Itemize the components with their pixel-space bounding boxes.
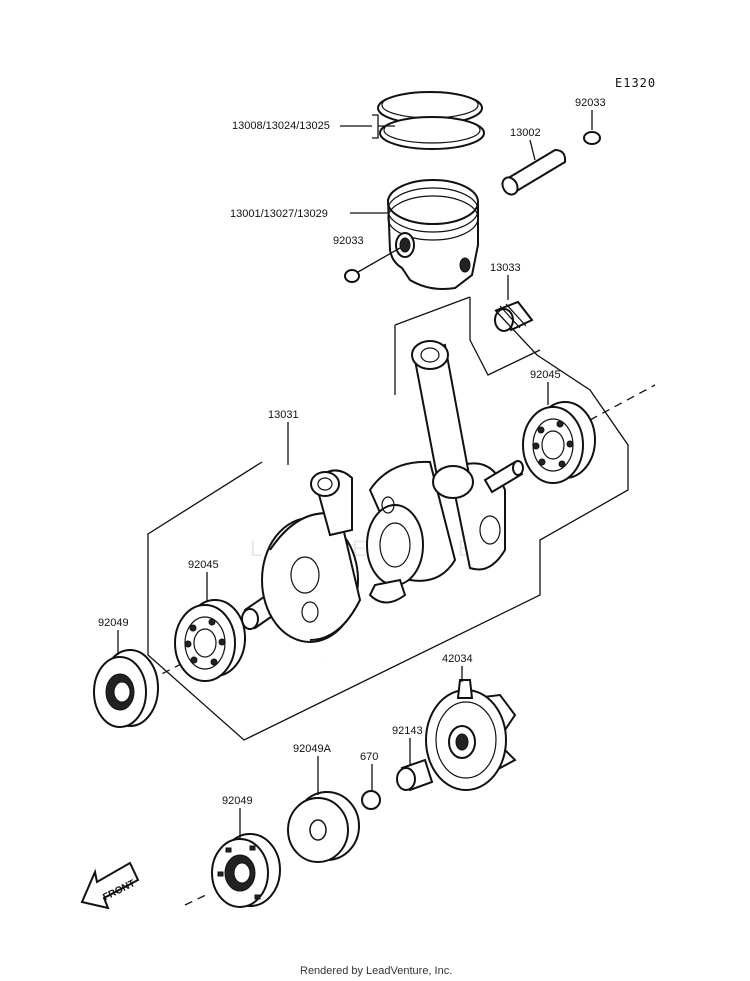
washer-small bbox=[361, 790, 381, 810]
label-piston: 13001/13027/13029 bbox=[230, 208, 328, 220]
impeller bbox=[425, 679, 517, 791]
bearing-left bbox=[174, 599, 246, 682]
crankshaft-group-outline bbox=[147, 296, 656, 741]
label-crankshaft: 13031 bbox=[268, 409, 299, 421]
oil-seal-bottom bbox=[211, 833, 281, 908]
diagram-code: E1320 bbox=[615, 76, 656, 90]
label-clip-left: 92033 bbox=[333, 235, 364, 247]
footer-credit: Rendered by LeadVenture, Inc. bbox=[300, 965, 452, 977]
piston bbox=[386, 179, 479, 290]
label-bearing-left: 92045 bbox=[188, 559, 219, 571]
label-bearing-right: 92045 bbox=[530, 369, 561, 381]
piston-pin bbox=[501, 148, 567, 196]
label-washer-small: 670 bbox=[360, 751, 378, 763]
label-collar: 92143 bbox=[392, 725, 423, 737]
bearing-right bbox=[522, 401, 596, 484]
label-seal-left: 92049 bbox=[98, 617, 129, 629]
clip-top bbox=[583, 131, 601, 145]
clip-left bbox=[344, 269, 360, 283]
spacer bbox=[287, 791, 360, 863]
oil-seal-left bbox=[93, 649, 159, 728]
label-clip-top: 92033 bbox=[575, 97, 606, 109]
label-seal-bottom: 92049 bbox=[222, 795, 253, 807]
label-pin: 13002 bbox=[510, 127, 541, 139]
label-rings: 13008/13024/13025 bbox=[232, 120, 330, 132]
label-spacer: 92049A bbox=[293, 743, 332, 755]
label-impeller: 42034 bbox=[442, 653, 473, 665]
front-direction-arrow: FRONT bbox=[80, 861, 140, 910]
crankshaft-assembly bbox=[241, 340, 524, 643]
label-needle-bearing: 13033 bbox=[490, 262, 521, 274]
collar bbox=[396, 758, 434, 792]
piston-rings bbox=[377, 91, 485, 150]
